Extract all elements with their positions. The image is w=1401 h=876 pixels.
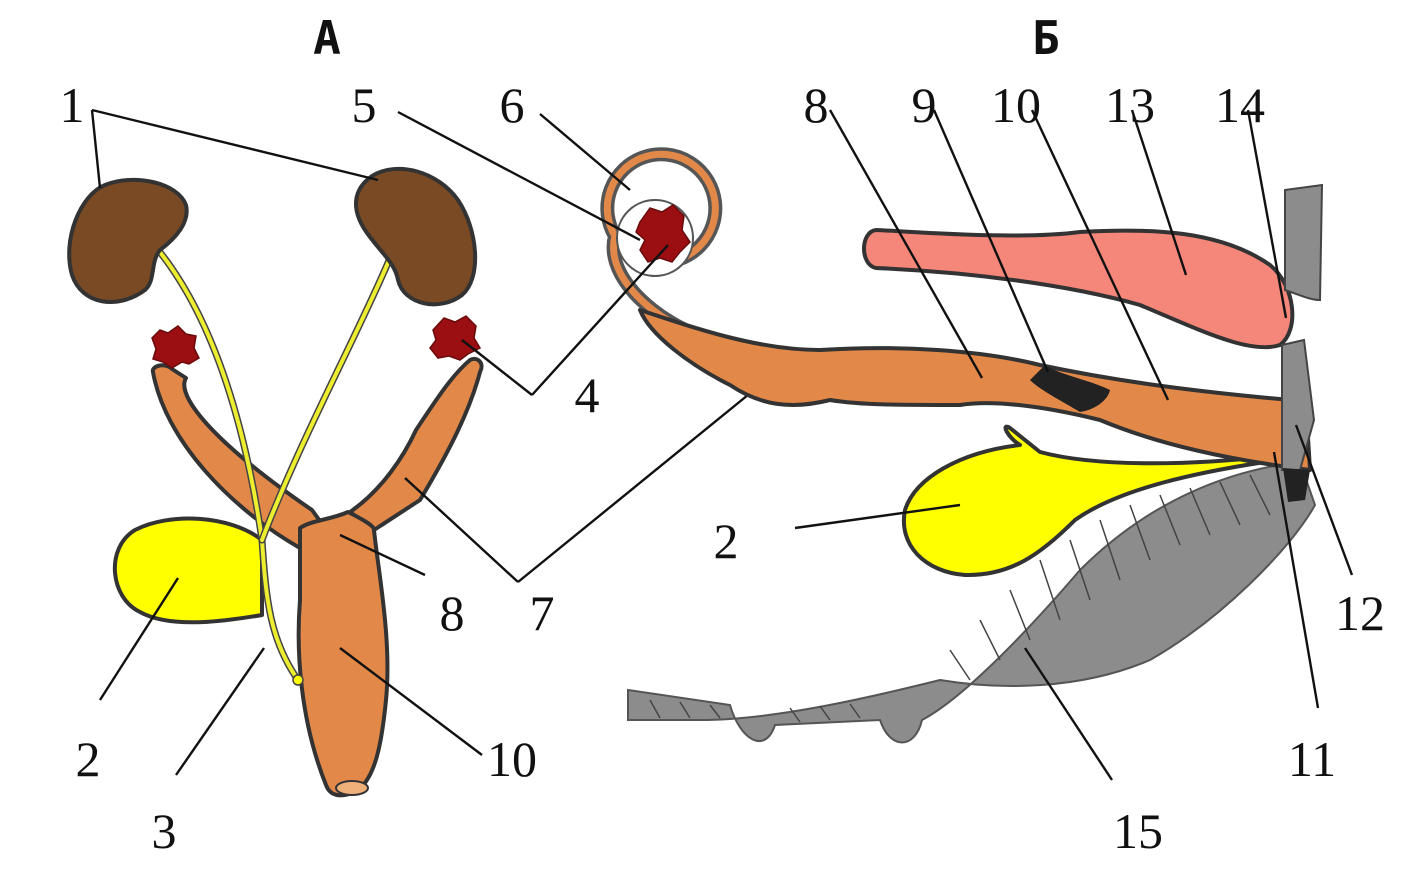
leader-b-14 [1246,109,1288,319]
uterus-vagina-a [296,510,390,798]
label-a-8: 8 [440,585,465,641]
ovary-left [151,325,200,369]
uterine-horn-right [348,356,484,532]
label-a-10: 10 [487,731,537,787]
rectum [862,228,1295,350]
label-b-8: 8 [804,77,829,133]
ovary-right [429,315,482,361]
label-b-13: 13 [1105,77,1155,133]
leader-b-10 [1030,109,1170,401]
bladder-b [901,424,1282,578]
tail-structure [1284,183,1324,302]
panel-b: Б 8 9 10 13 14 2 12 11 15 [627,11,1385,859]
label-b-15: 15 [1113,803,1163,859]
ureter-left-fill [153,244,300,682]
label-a-6: 6 [500,77,525,133]
leader-a-3 [175,647,265,776]
leader-b-13 [1130,109,1188,276]
label-a-3: 3 [152,803,177,859]
cervix-b [1030,365,1110,412]
leader-a-8 [339,533,426,577]
leader-a-7 [404,372,776,583]
leader-b-11 [1272,451,1320,709]
vulva [1281,338,1316,471]
label-b-10: 10 [991,77,1041,133]
panel-b-heading: Б [1032,11,1060,65]
label-b-14: 14 [1215,77,1265,133]
bladder-a [112,516,264,625]
vestibule-dark [1283,468,1310,502]
leader-b-9 [932,109,1050,373]
kidney-left [67,177,189,304]
leader-a-2 [98,577,180,701]
label-b-12: 12 [1335,585,1385,641]
label-b-11: 11 [1288,731,1336,787]
leader-a-10 [339,647,483,756]
leader-b-12 [1294,424,1354,576]
leader-b-8 [828,109,984,379]
ovarian-bursa-inner [603,150,719,334]
leader-a-4 [461,244,669,396]
panel-a: А 1 5 6 4 8 7 2 10 3 [60,11,776,859]
leader-a-6 [539,113,631,191]
leader-b-15 [1023,647,1114,781]
leader-a-5 [397,110,641,242]
leader-a-1 [90,108,379,189]
label-b-9: 9 [912,77,937,133]
label-a-1: 1 [60,77,85,133]
ovary-in-bursa [635,204,691,263]
label-a-4: 4 [575,367,600,423]
leader-b-2 [794,503,961,530]
label-b-2: 2 [714,513,739,569]
label-a-2: 2 [76,731,101,787]
label-a-7: 7 [530,585,555,641]
ureter-right-fill [260,256,392,542]
panel-a-heading: А [313,11,341,65]
label-a-5: 5 [352,77,377,133]
reproductive-tract-b [638,308,1312,472]
pelvic-bone-hatching [649,474,1271,723]
kidney-right [353,166,478,307]
